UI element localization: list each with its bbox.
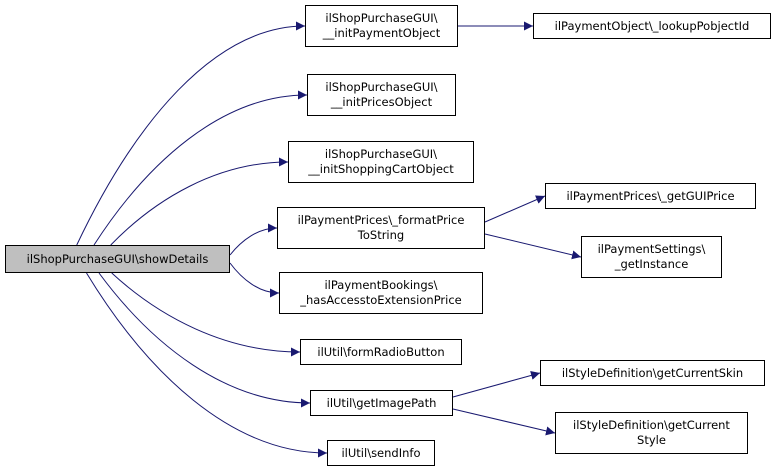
node-init-payment-object[interactable]: ilShopPurchaseGUI\ __initPaymentObject [305, 5, 458, 47]
edge-n7-n12 [452, 371, 541, 398]
edge-root-n3 [110, 157, 289, 246]
node-get-image-path[interactable]: ilUtil\getImagePath [310, 390, 453, 416]
edge-root-n8 [86, 272, 328, 458]
edge-root-n6 [111, 272, 301, 357]
node-lookup-pobject-id[interactable]: ilPaymentObject\_lookupPobjectId [533, 13, 771, 39]
edge-root-n7 [98, 272, 311, 408]
node-form-radio-button[interactable]: ilUtil\formRadioButton [300, 339, 462, 365]
edge-root-n4 [229, 223, 278, 256]
node-get-instance[interactable]: ilPaymentSettings\ _getInstance [581, 236, 722, 278]
edge-n4-n10 [484, 195, 546, 223]
node-init-prices-object[interactable]: ilShopPurchaseGUI\ __initPricesObject [307, 74, 456, 116]
node-send-info[interactable]: ilUtil\sendInfo [327, 440, 435, 466]
node-format-price-to-string[interactable]: ilPaymentPrices\_formatPrice ToString [277, 207, 485, 249]
edge-n4-n11 [484, 233, 582, 260]
node-has-access-to-extension-price[interactable]: ilPaymentBookings\ _hasAccesstoExtension… [279, 272, 483, 314]
node-get-current-style[interactable]: ilStyleDefinition\getCurrent Style [555, 412, 748, 454]
edge-root-n1 [76, 21, 306, 246]
node-get-gui-price[interactable]: ilPaymentPrices\_getGUIPrice [545, 183, 756, 209]
node-show-details[interactable]: ilShopPurchaseGUI\showDetails [5, 245, 230, 273]
edge-root-n5 [229, 262, 280, 298]
edge-n7-n13 [452, 408, 556, 436]
node-get-current-skin[interactable]: ilStyleDefinition\getCurrentSkin [540, 360, 765, 386]
edge-root-n2 [93, 90, 308, 246]
node-init-shopping-cart-object[interactable]: ilShopPurchaseGUI\ __initShoppingCartObj… [288, 141, 474, 183]
